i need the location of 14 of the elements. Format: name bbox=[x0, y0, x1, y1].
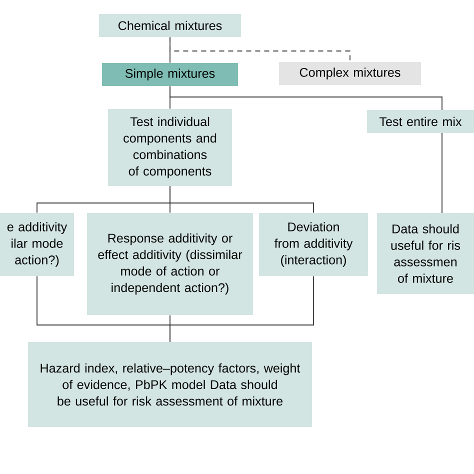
process-box: Response additivity or effect additivity (dissimilar mode of action or independent action?) bbox=[87, 213, 253, 315]
connector-line bbox=[170, 36, 350, 62]
process-box: Deviation from additivity (interaction) bbox=[259, 213, 368, 276]
process-box: Hazard index, relative–potency factors, weight of evidence, PbPK model Data should be useful for risk assessment of mixture bbox=[28, 342, 312, 427]
process-box: Data should useful for ris assessmen of mixture bbox=[377, 213, 474, 294]
connector-line bbox=[170, 276, 314, 342]
process-box: Simple mixtures bbox=[102, 63, 238, 86]
process-box: Test individual components and combinations of components bbox=[108, 109, 232, 186]
process-box: Test entire mix bbox=[367, 110, 474, 133]
process-box: e additivity ilar mode action?) bbox=[0, 213, 74, 276]
process-box: Chemical mixtures bbox=[99, 14, 241, 37]
process-box: Complex mixtures bbox=[279, 62, 421, 85]
connector-line bbox=[170, 186, 314, 214]
connector-line bbox=[170, 86, 442, 110]
